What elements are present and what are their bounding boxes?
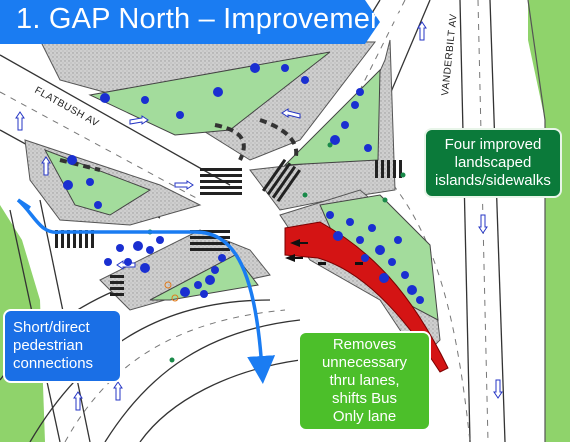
green-median-right (528, 0, 570, 442)
street-label-flatbush: FLATBUSH AV (33, 85, 101, 129)
tree (100, 93, 110, 103)
tree (180, 287, 190, 297)
tree (104, 258, 112, 266)
curb-extensions (59, 118, 299, 172)
title-banner-shape (0, 0, 380, 44)
lane-arrows (285, 239, 363, 265)
tree (124, 258, 132, 266)
tree (141, 96, 149, 104)
island-bottom-left (149, 254, 259, 301)
tree (407, 285, 417, 295)
callout-bus-lane: Removes unnecessary thru lanes, shifts B… (298, 331, 431, 431)
callout-landscaped-islands: Four improved landscaped islands/sidewal… (424, 128, 562, 198)
tree (356, 88, 364, 96)
island-right-upper (283, 68, 381, 166)
tree (301, 76, 309, 84)
callout-pedestrian-connections-text: Short/direct pedestrian connections (13, 319, 94, 372)
tree (211, 266, 219, 274)
tree (116, 244, 124, 252)
tree (394, 236, 402, 244)
pedestrian-route-arrow (16, 198, 276, 384)
tree (333, 231, 343, 241)
tree (346, 218, 354, 226)
traffic-arrows (15, 21, 503, 411)
tree (140, 263, 150, 273)
tree (379, 273, 389, 283)
signal-markers (164, 281, 179, 302)
page-title: 1. GAP North – Improvements (16, 3, 410, 35)
tree (146, 246, 154, 254)
tree (205, 275, 215, 285)
crosswalks (55, 158, 402, 296)
callout-bus-lane-text: Removes unnecessary thru lanes, shifts B… (321, 336, 408, 425)
tree (375, 245, 385, 255)
street-label-vanderbilt: VANDERBILT AV (440, 13, 460, 96)
tree (213, 87, 223, 97)
tree (250, 63, 260, 73)
tree (356, 236, 364, 244)
tree (176, 111, 184, 119)
tree (200, 290, 208, 298)
tree (281, 64, 289, 72)
tree (67, 155, 77, 165)
tree (218, 254, 226, 262)
tree (330, 135, 340, 145)
tree (351, 101, 359, 109)
tree (364, 144, 372, 152)
tree (86, 178, 94, 186)
trees (63, 63, 424, 304)
tree (368, 224, 376, 232)
bus-only-lane (284, 221, 449, 373)
callout-landscaped-islands-text: Four improved landscaped islands/sidewal… (435, 136, 551, 189)
tree (416, 296, 424, 304)
tree (361, 254, 369, 262)
callout-pedestrian-connections: Short/direct pedestrian connections (3, 309, 122, 383)
tree (156, 236, 164, 244)
tree (326, 211, 334, 219)
tree (341, 121, 349, 129)
tree (94, 201, 102, 209)
tree (401, 271, 409, 279)
tree (194, 281, 202, 289)
tree (388, 258, 396, 266)
tree (133, 241, 143, 251)
tree (63, 180, 73, 190)
